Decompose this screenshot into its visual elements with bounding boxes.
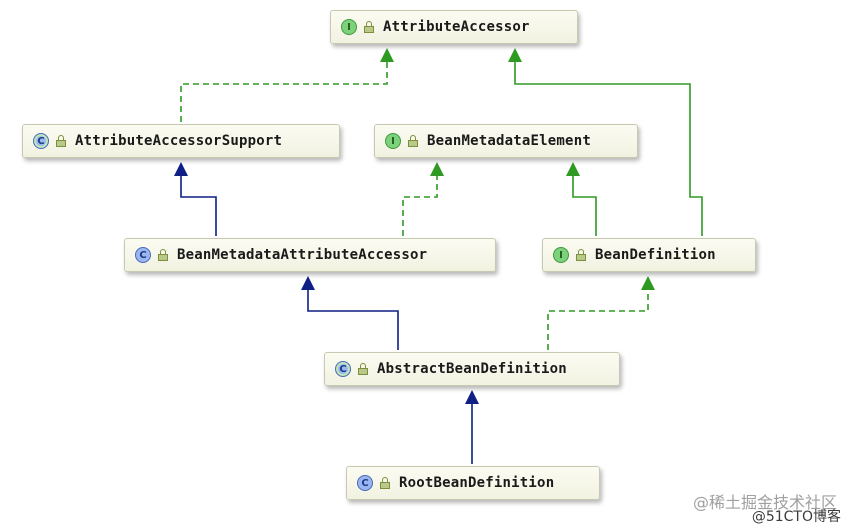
node-label: BeanDefinition	[595, 247, 716, 263]
edge-bmaa-implements-element	[402, 176, 438, 236]
abstract-class-icon: C	[33, 133, 49, 149]
arrowhead-accessor-left	[380, 48, 394, 62]
node-label: RootBeanDefinition	[399, 475, 555, 491]
node-label: AbstractBeanDefinition	[377, 361, 567, 377]
node-bean-definition[interactable]: I BeanDefinition	[542, 238, 756, 272]
arrowhead-element-right	[566, 162, 580, 176]
node-abstract-bean-definition[interactable]: C AbstractBeanDefinition	[324, 352, 620, 386]
arrowhead-support	[174, 162, 188, 176]
abstract-class-icon: C	[335, 361, 351, 377]
lock-icon	[407, 135, 419, 147]
lock-icon	[157, 249, 169, 261]
node-attribute-accessor[interactable]: I AttributeAccessor	[330, 10, 578, 44]
interface-icon: I	[385, 133, 401, 149]
lock-icon	[357, 363, 369, 375]
class-icon: C	[135, 247, 151, 263]
edge-beandefinition-extends-element	[572, 176, 597, 236]
lock-icon	[379, 477, 391, 489]
node-label: BeanMetadataAttributeAccessor	[177, 247, 428, 263]
watermark-51cto: @51CTO博客	[751, 509, 841, 525]
class-icon: C	[357, 475, 373, 491]
edge-abd-extends-bmaa	[307, 290, 399, 350]
lock-icon	[363, 21, 375, 33]
node-label: AttributeAccessorSupport	[75, 133, 283, 149]
node-root-bean-definition[interactable]: C RootBeanDefinition	[346, 466, 600, 500]
watermark-juejin: @稀土掘金技术社区	[692, 493, 837, 512]
node-label: AttributeAccessor	[383, 19, 530, 35]
arrowhead-bmaa	[301, 276, 315, 290]
arrowhead-beandefinition	[641, 276, 655, 290]
lock-icon	[55, 135, 67, 147]
node-label: BeanMetadataElement	[427, 133, 591, 149]
interface-icon: I	[553, 247, 569, 263]
arrowhead-accessor-right	[508, 48, 522, 62]
node-bean-metadata-attribute-accessor[interactable]: C BeanMetadataAttributeAccessor	[124, 238, 496, 272]
interface-icon: I	[341, 19, 357, 35]
node-attribute-accessor-support[interactable]: C AttributeAccessorSupport	[22, 124, 340, 158]
edge-beandefinition-extends-accessor	[514, 62, 703, 236]
arrowhead-element-left	[430, 162, 444, 176]
node-bean-metadata-element[interactable]: I BeanMetadataElement	[374, 124, 638, 158]
lock-icon	[575, 249, 587, 261]
edge-bmaa-extends-support	[180, 176, 217, 236]
edge-support-implements-accessor	[180, 62, 388, 122]
arrowhead-abd	[465, 390, 479, 404]
edge-abd-implements-beandefinition	[547, 290, 649, 350]
